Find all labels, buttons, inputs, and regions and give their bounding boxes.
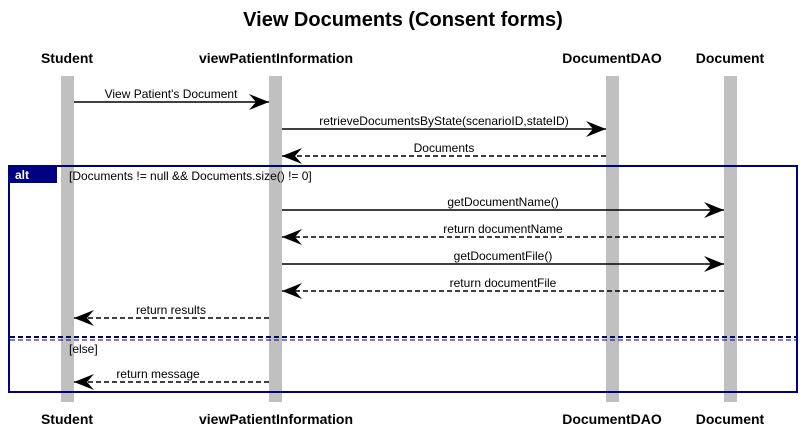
message-return-document-file-label: return documentFile bbox=[450, 276, 557, 290]
participant-documentdao-bottom: DocumentDAO bbox=[562, 411, 662, 427]
participant-student-bottom: Student bbox=[41, 411, 93, 427]
message-return-results-label: return results bbox=[136, 303, 206, 317]
else-guard: [else] bbox=[69, 342, 98, 356]
participant-viewpatientinformation-bottom: viewPatientInformation bbox=[199, 411, 353, 427]
message-documents-return-label: Documents bbox=[414, 141, 475, 155]
participant-document-bottom: Document bbox=[696, 411, 765, 427]
message-return-message-label: return message bbox=[116, 367, 200, 381]
lifeline-document bbox=[724, 76, 737, 402]
participant-documentdao-top: DocumentDAO bbox=[562, 50, 662, 66]
participant-document-top: Document bbox=[696, 50, 765, 66]
alt-operator-tab bbox=[9, 166, 57, 183]
participant-viewpatientinformation-top: viewPatientInformation bbox=[199, 50, 353, 66]
lifeline-viewpatientinformation bbox=[269, 76, 282, 402]
message-get-document-file-label: getDocumentFile() bbox=[454, 249, 553, 263]
lifeline-documentdao bbox=[606, 76, 619, 402]
message-return-document-name-label: return documentName bbox=[443, 222, 563, 236]
message-view-patients-document-label: View Patient's Document bbox=[105, 87, 238, 101]
alt-fragment-frame bbox=[8, 165, 798, 393]
message-retrieve-documents-label: retrieveDocumentsByState(scenarioID,stat… bbox=[319, 114, 568, 128]
alt-guard: [Documents != null && Documents.size() !… bbox=[69, 169, 312, 183]
message-get-document-name-label: getDocumentName() bbox=[447, 195, 558, 209]
lifeline-student bbox=[61, 76, 74, 402]
participant-student-top: Student bbox=[41, 50, 93, 66]
diagram-title: View Documents (Consent forms) bbox=[243, 9, 563, 31]
alt-operator-label: alt bbox=[15, 168, 29, 182]
